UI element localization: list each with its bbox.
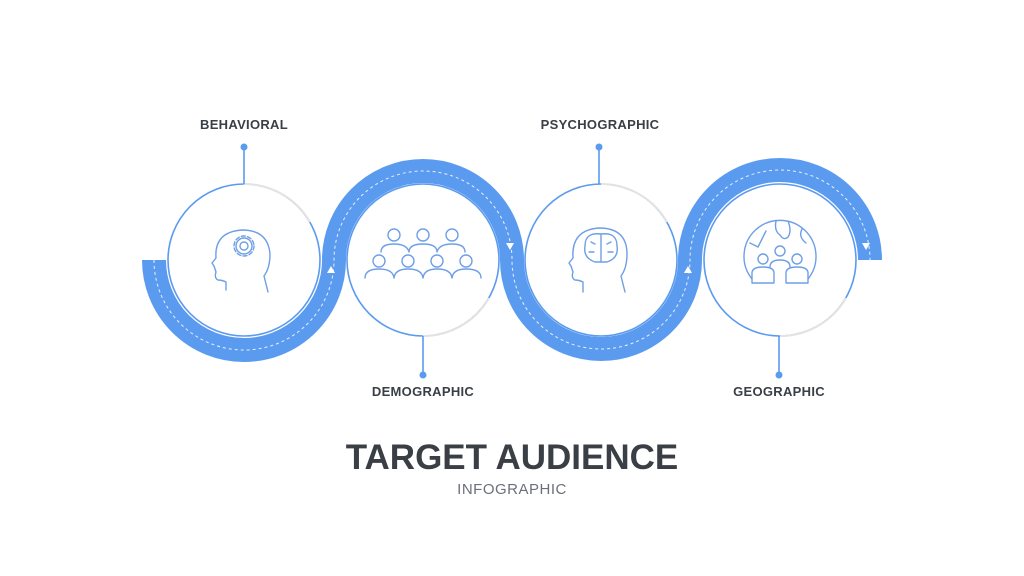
connector-dot [775,371,783,379]
people-group-icon [364,228,482,279]
step-label: PSYCHOGRAPHIC [541,117,660,132]
globe-people-icon [743,219,817,284]
step-label: BEHAVIORAL [200,117,288,132]
head-brain-icon [568,227,628,293]
arrow-down-icon [506,243,514,250]
arrow-up-icon [684,266,692,273]
step-psychographic: PSYCHOGRAPHIC [524,117,678,337]
step-geographic: GEOGRAPHIC [703,183,857,399]
head-gear-icon [211,229,271,293]
step-label: DEMOGRAPHIC [372,384,475,399]
step-demographic: DEMOGRAPHIC [346,183,500,399]
page-title: TARGET AUDIENCE [346,438,679,477]
connector-dot [419,371,427,379]
connector-dot [240,143,248,151]
step-behavioral: BEHAVIORAL [167,117,321,337]
arrow-down-icon [862,243,870,250]
step-label: GEOGRAPHIC [733,384,825,399]
connector-dot [595,143,603,151]
page-subtitle: INFOGRAPHIC [457,481,567,498]
flow-dashed-line [153,169,871,351]
arrow-up-icon [327,266,335,273]
